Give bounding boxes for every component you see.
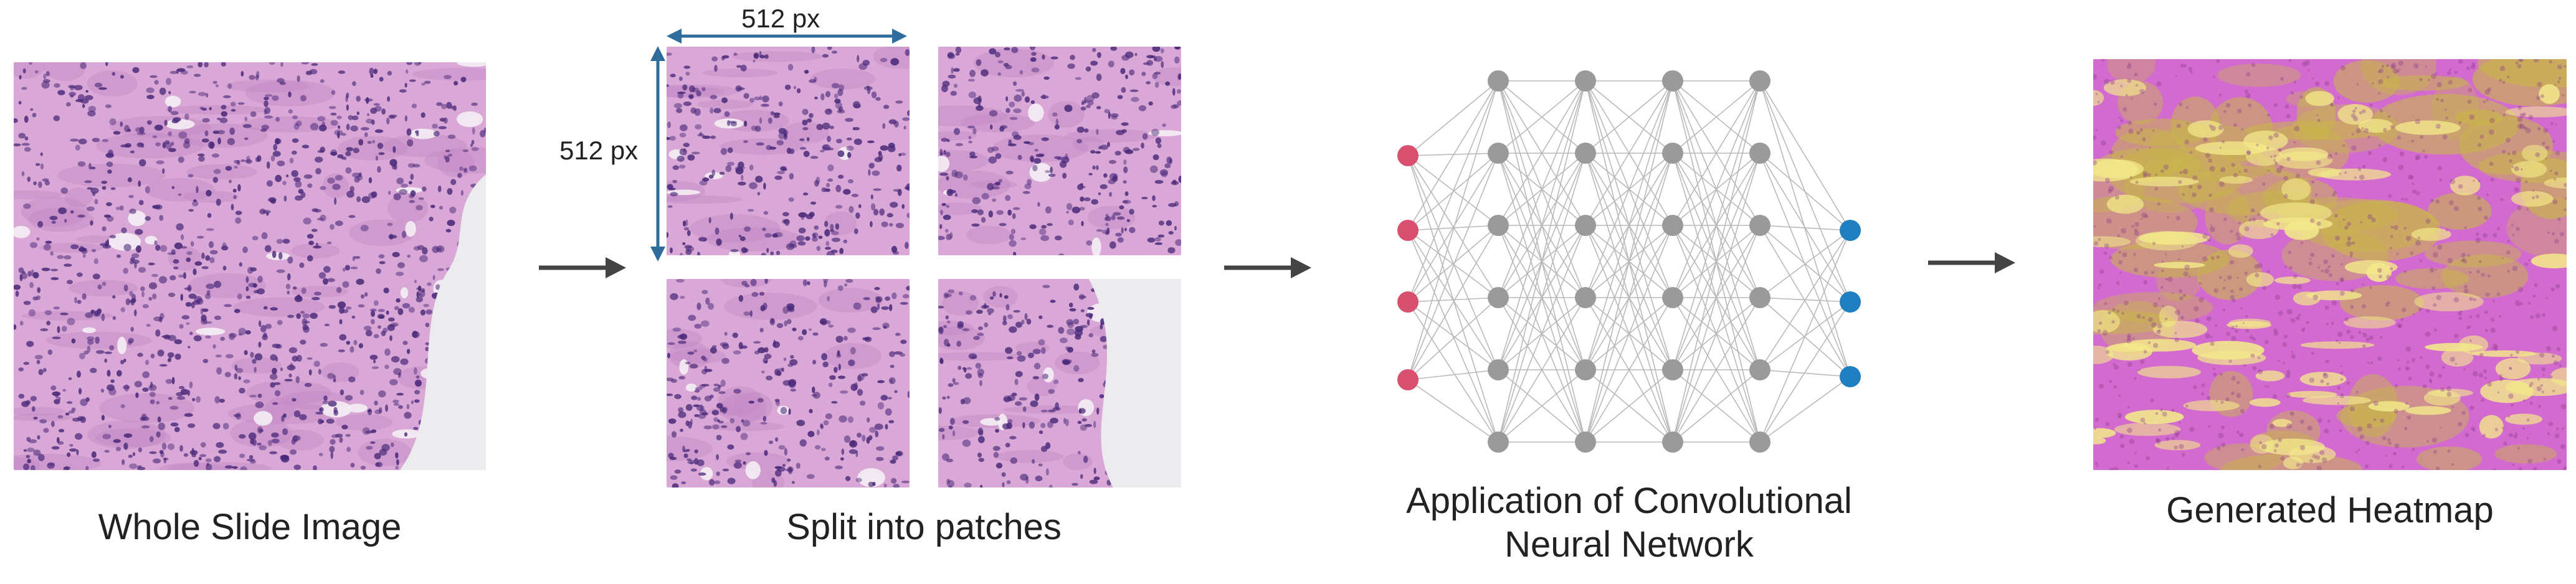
caption-cnn-line2: Neural Network [1504,524,1754,565]
patch-bottom-left [667,279,910,487]
nn-node-l3-4 [1662,359,1683,380]
nn-node-l5-0 [1840,220,1861,241]
nn-node-l4-1 [1749,143,1770,164]
nn-node-l4-2 [1749,215,1770,236]
flow-arrow-2 [1224,257,1311,278]
nn-node-l0-2 [1397,291,1419,313]
nn-node-l3-1 [1662,143,1683,164]
caption-generated-heatmap: Generated Heatmap [2166,490,2494,530]
nn-node-l2-0 [1575,70,1596,92]
nn-node-l5-1 [1840,291,1861,313]
nn-node-l1-5 [1488,431,1509,453]
nn-node-l0-1 [1397,220,1419,241]
nn-node-l0-3 [1397,369,1419,390]
patch-top-right [938,47,1181,255]
nn-node-l2-5 [1575,431,1596,453]
flow-arrow-3 [1928,252,2015,273]
nn-node-l1-3 [1488,287,1509,308]
nn-node-l2-3 [1575,287,1596,308]
nn-node-l1-1 [1488,143,1509,164]
height-dimension-label: 512 px [559,136,639,165]
nn-node-l5-2 [1840,366,1861,387]
caption-whole-slide-image: Whole Slide Image [98,507,402,547]
nn-node-l3-2 [1662,215,1683,236]
caption-cnn: Application of Convolutional Neural Netw… [1339,479,1919,566]
nn-node-l3-0 [1662,70,1683,92]
patch-bottom-right [938,279,1181,487]
nn-node-l1-0 [1488,70,1509,92]
nn-node-l2-4 [1575,359,1596,380]
nn-node-l2-2 [1575,215,1596,236]
nn-node-l1-2 [1488,215,1509,236]
neural-network-diagram [1397,70,1861,453]
nn-node-l2-1 [1575,143,1596,164]
nn-node-l4-0 [1749,70,1770,92]
caption-split-into-patches: Split into patches [786,507,1062,547]
flow-arrow-1 [539,257,626,278]
width-dimension-arrow [667,29,907,44]
nn-node-l4-3 [1749,287,1770,308]
nn-node-l1-4 [1488,359,1509,380]
generated-heatmap [2093,59,2567,470]
patch-top-left [667,47,910,255]
nn-node-l4-5 [1749,431,1770,453]
width-dimension-label: 512 px [741,4,820,33]
whole-slide-image [14,62,486,470]
nn-node-l0-0 [1397,145,1419,166]
caption-cnn-line1: Application of Convolutional [1406,481,1852,521]
height-dimension-arrow [650,46,665,261]
nn-node-l4-4 [1749,359,1770,380]
nn-node-l3-3 [1662,287,1683,308]
nn-node-l3-5 [1662,431,1683,453]
